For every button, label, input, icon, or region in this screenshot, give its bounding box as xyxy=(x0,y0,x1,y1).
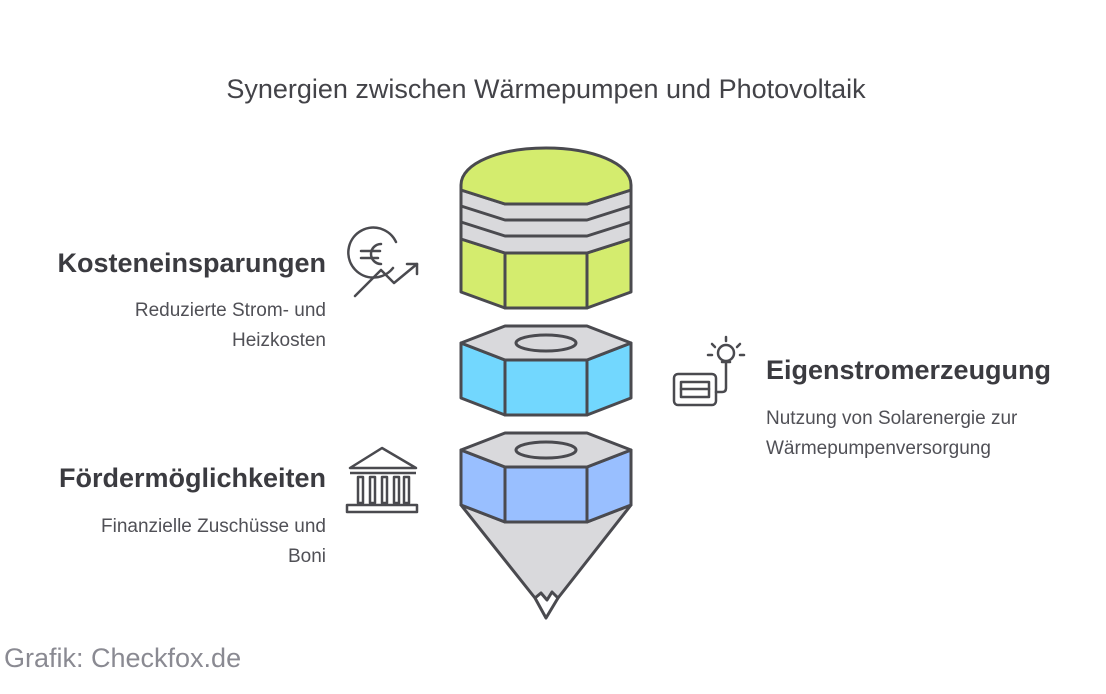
desc-foerdermoeglichkeiten-line2: Boni xyxy=(287,546,326,567)
diagram-title: Synergien zwischen Wärmepumpen und Photo… xyxy=(226,74,866,104)
desc-kosteneinsparungen-line2: Heizkosten xyxy=(232,330,326,351)
desc-foerdermoeglichkeiten-line1: Finanzielle Zuschüsse und xyxy=(101,516,326,537)
desc-eigenstromerzeugung-line2: Wärmepumpenversorgung xyxy=(766,438,991,459)
bottom-nut-shape xyxy=(459,431,633,620)
desc-kosteneinsparungen: Reduzierte Strom- und Heizkosten xyxy=(135,296,326,356)
top-cap-shape xyxy=(459,146,633,310)
desc-eigenstromerzeugung: Nutzung von Solarenergie zur Wärmepumpen… xyxy=(766,404,1017,464)
heading-eigenstromerzeugung: Eigenstromerzeugung xyxy=(766,355,1052,385)
desc-eigenstromerzeugung-line1: Nutzung von Solarenergie zur xyxy=(766,408,1018,429)
credit-text: Grafik: Checkfox.de xyxy=(4,643,242,673)
solar-generator-icon xyxy=(672,335,746,407)
bank-icon xyxy=(345,446,419,514)
desc-foerdermoeglichkeiten: Finanzielle Zuschüsse und Boni xyxy=(101,512,326,572)
heading-foerdermoeglichkeiten: Fördermöglichkeiten xyxy=(58,463,326,493)
euro-growth-icon xyxy=(347,226,419,298)
heading-kosteneinsparungen: Kosteneinsparungen xyxy=(57,248,326,278)
desc-kosteneinsparungen-line1: Reduzierte Strom- und xyxy=(134,300,326,321)
middle-nut-shape xyxy=(459,324,633,417)
